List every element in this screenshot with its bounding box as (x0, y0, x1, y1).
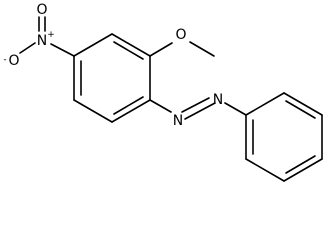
phenyl-ring (245, 92, 323, 182)
azo-double-bond (184, 102, 216, 120)
ring-bond (283, 158, 323, 182)
aryl-oxygen-bond (149, 42, 173, 57)
ring-bond (283, 92, 323, 116)
aryl-azo-bond (149, 99, 172, 113)
nitro-group: N + O O - (3, 2, 75, 69)
azo-nitrogen-2-label: N (213, 92, 223, 108)
oxygen-methyl-bond (189, 41, 215, 57)
methoxy-oxygen-label: O (175, 27, 186, 43)
ring-bond (245, 92, 285, 116)
nitro-nitrogen-charge: + (47, 30, 55, 40)
nitrogen-oxygen-single-bond (19, 42, 36, 54)
ring-bond (111, 99, 151, 123)
ring-bond (73, 99, 113, 123)
chemical-structure-diagram: O N + O O - N N (3, 2, 323, 182)
ring-double-bond (285, 155, 316, 174)
left-benzene-ring (73, 33, 151, 123)
ring-double-bond (113, 96, 144, 115)
aryl-nitrogen-bond (50, 43, 75, 57)
nitro-oxygen-charge: - (3, 55, 6, 65)
ring-bond (245, 158, 285, 182)
azo-nitrogen-1-label: N (173, 113, 183, 129)
ring-double-bond (285, 100, 316, 119)
azo-double-bond (181, 97, 210, 113)
azo-aryl-bond (224, 102, 247, 116)
ring-bond (111, 33, 151, 57)
nitro-oxygen-double-label: O (36, 2, 47, 18)
ring-bond (73, 33, 113, 57)
ring-double-bond (113, 41, 144, 60)
nitro-oxygen-single-label: O (8, 53, 19, 69)
methoxy-group: O (149, 27, 215, 57)
nitro-nitrogen-label: N (37, 33, 47, 49)
azo-linkage: N N (149, 92, 247, 129)
